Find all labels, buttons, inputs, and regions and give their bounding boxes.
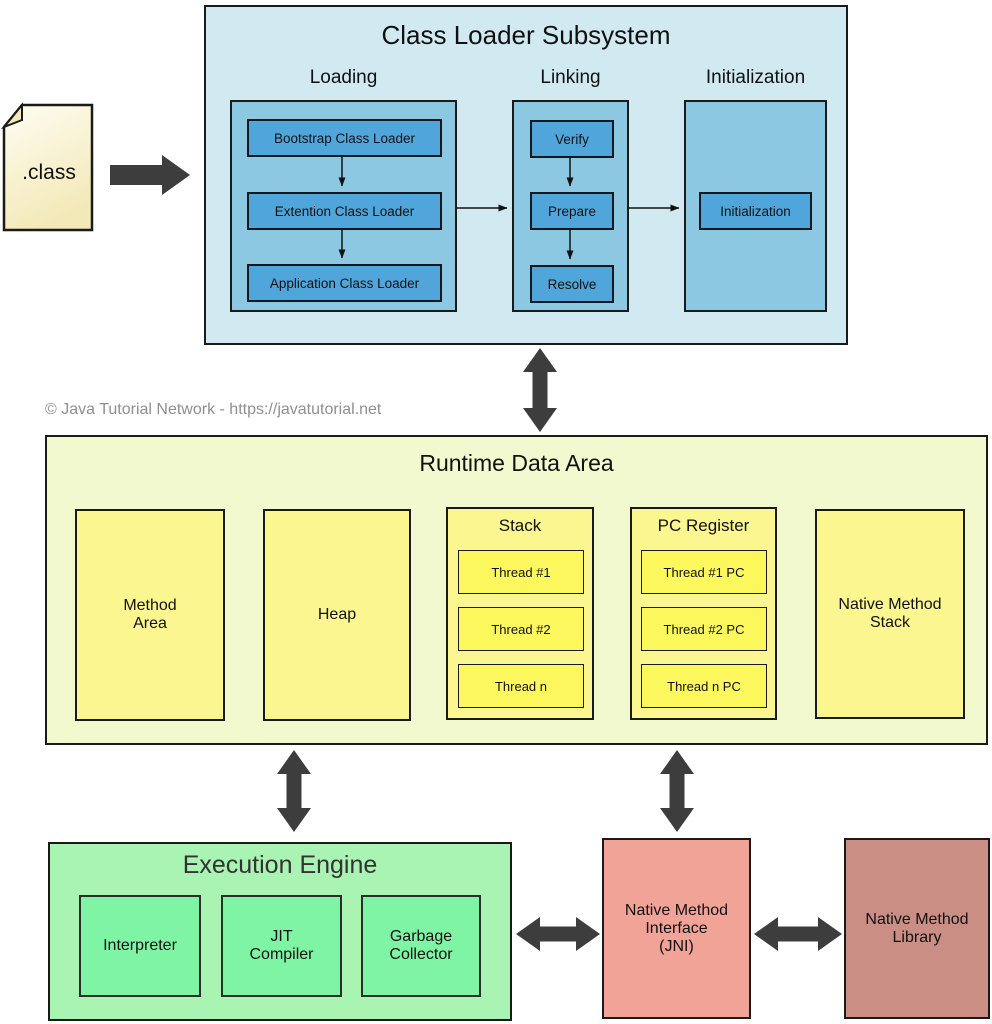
loading-column: Bootstrap Class Loader Extention Class L… [230, 100, 457, 312]
jni-library-double-arrow-icon [754, 917, 842, 951]
linking-header: Linking [540, 67, 601, 88]
class-loader-subsystem-box: Class Loader Subsystem Loading Linking I… [204, 5, 848, 345]
prepare-box: Prepare [530, 192, 614, 230]
runtime-data-area-box: Runtime Data Area Method Area Heap Stack… [45, 435, 988, 745]
execution-engine-box: Execution Engine Interpreter JIT Compile… [48, 842, 512, 1021]
native-method-interface-box: Native Method Interface (JNI) [602, 838, 751, 1019]
bootstrap-class-loader-box: Bootstrap Class Loader [247, 119, 442, 157]
garbage-collector-box: Garbage Collector [361, 895, 481, 997]
runtime-jni-double-arrow-icon [660, 750, 694, 832]
folded-corner [0, 102, 23, 130]
stack-thread-1-box: Thread #1 [458, 550, 584, 594]
pc-thread-1-box: Thread #1 PC [641, 550, 767, 594]
initialization-column: Initialization [684, 100, 827, 312]
class-file-icon: .class [0, 102, 94, 232]
initialization-header: Initialization [705, 67, 806, 88]
stack-header: Stack [498, 516, 542, 535]
linking-column: Verify Prepare Resolve [512, 100, 629, 312]
class-file-label: .class [22, 161, 76, 184]
application-class-loader-box: Application Class Loader [247, 264, 442, 302]
stack-thread-2-box: Thread #2 [458, 607, 584, 651]
initialization-box: Initialization [699, 192, 812, 230]
pc-thread-2-box: Thread #2 PC [641, 607, 767, 651]
heap-box: Heap [263, 509, 411, 721]
copyright-text: © Java Tutorial Network - https://javatu… [45, 401, 382, 418]
extention-class-loader-box: Extention Class Loader [247, 192, 442, 230]
classloader-runtime-double-arrow-icon [523, 348, 557, 432]
resolve-box: Resolve [530, 265, 614, 303]
stack-box: Stack Thread #1 Thread #2 Thread n [446, 507, 594, 720]
pc-register-box: PC Register Thread #1 PC Thread #2 PC Th… [630, 507, 777, 720]
runtime-executionengine-double-arrow-icon [277, 750, 311, 832]
pc-thread-n-box: Thread n PC [641, 664, 767, 708]
executionengine-jni-double-arrow-icon [516, 917, 600, 951]
method-area-box: Method Area [75, 509, 225, 721]
verify-box: Verify [530, 120, 614, 158]
interpreter-box: Interpreter [79, 895, 201, 997]
stack-thread-n-box: Thread n [458, 664, 584, 708]
execution-engine-title: Execution Engine [182, 851, 378, 879]
pc-register-header: PC Register [657, 516, 750, 535]
jit-compiler-box: JIT Compiler [221, 895, 342, 997]
native-method-stack-box: Native Method Stack [815, 509, 965, 719]
native-method-library-box: Native Method Library [844, 838, 990, 1019]
class-file-to-classloader-arrow-icon [110, 155, 190, 195]
runtime-data-area-title: Runtime Data Area [419, 450, 614, 476]
loading-header: Loading [309, 67, 378, 88]
class-loader-subsystem-title: Class Loader Subsystem [381, 20, 671, 50]
